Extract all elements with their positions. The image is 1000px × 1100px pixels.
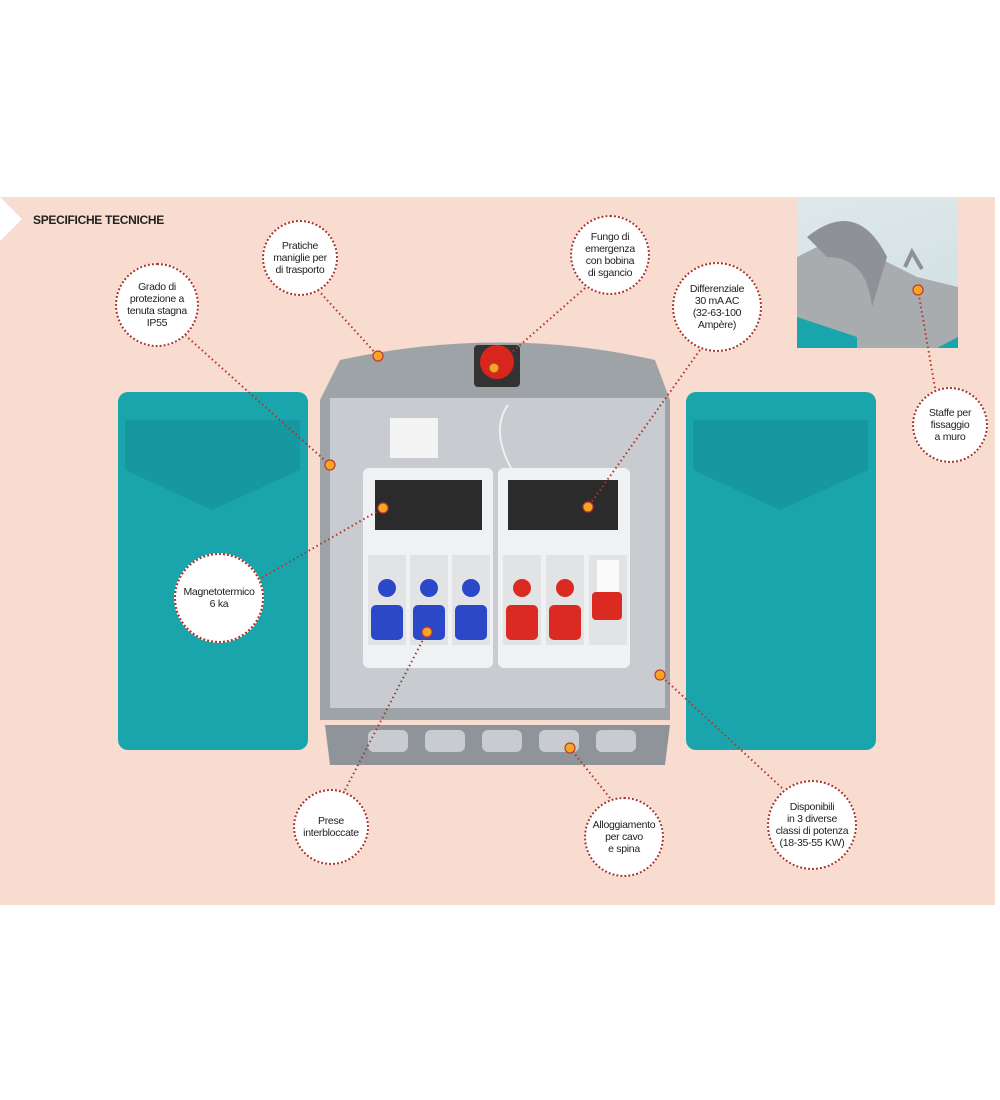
callout-cable-storage: Alloggiamento per cavo e spina — [584, 797, 664, 877]
section-arrow-icon — [0, 197, 22, 241]
rating-label — [390, 418, 438, 458]
callout-wall-brackets: Staffe per fissaggio a muro — [912, 387, 988, 463]
breaker-window-left — [375, 480, 482, 530]
callout-protection-ip55: Grado di protezione a tenuta stagna IP55 — [115, 263, 199, 347]
breaker-window-right — [508, 480, 618, 530]
marker-dots — [324, 284, 924, 754]
callout-emergency-stop: Fungo di emergenza con bobina di sgancio — [570, 215, 650, 295]
wall-bracket-photo — [797, 197, 958, 348]
section-title: SPECIFICHE TECNICHE — [33, 213, 164, 227]
red-sockets — [503, 555, 627, 645]
callout-differential: Differenziale 30 mA AC (32-63-100 Ampère… — [672, 262, 762, 352]
callout-circuit-breaker: Magnetotermico 6 ka — [174, 553, 264, 643]
callout-interlocked-sockets: Prese interbloccate — [293, 789, 369, 865]
callout-power-classes: Disponibili in 3 diverse classi di poten… — [767, 780, 857, 870]
leader-lines — [184, 287, 936, 799]
emergency-stop-button — [480, 345, 514, 379]
callout-carry-handles: Pratiche maniglie per di trasporto — [262, 220, 338, 296]
